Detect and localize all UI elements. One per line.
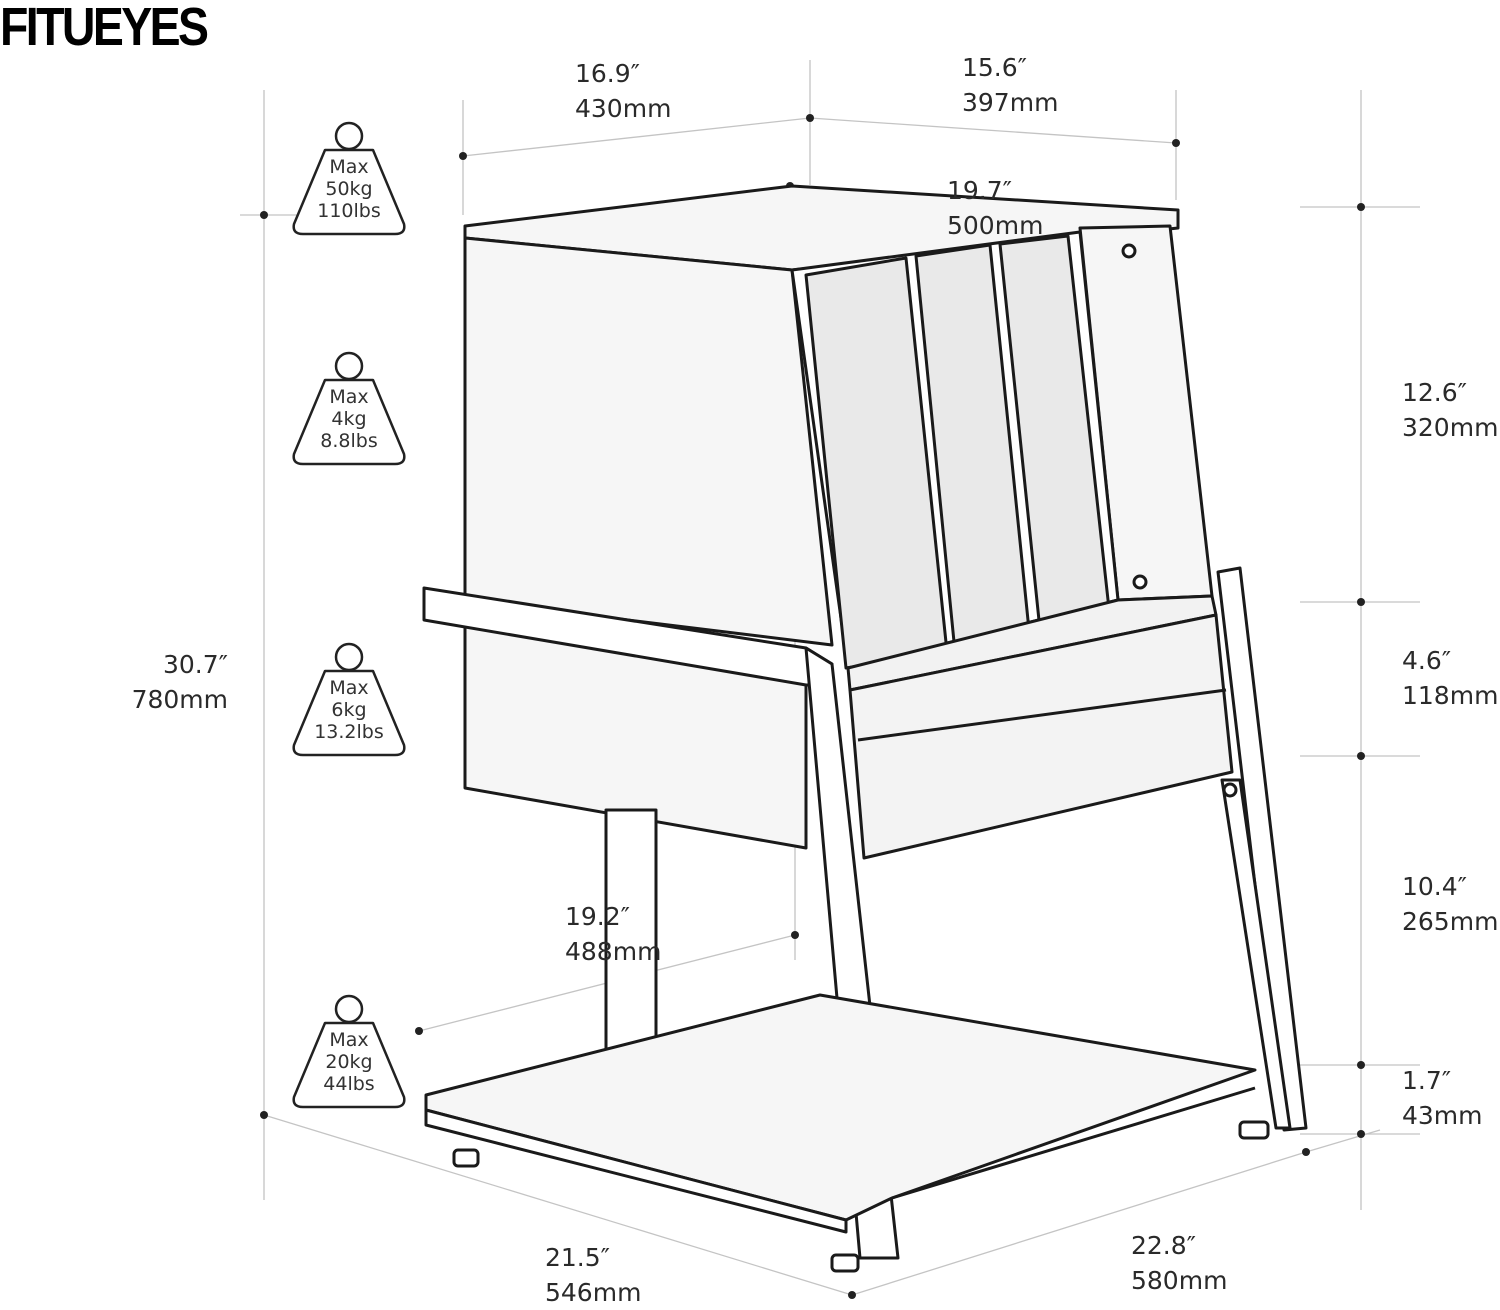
weight-limit-top: Max 50kg 110lbs: [291, 120, 407, 240]
record-stand-frame: [422, 184, 1308, 1273]
weight-kg: 6kg: [331, 699, 367, 721]
dimension-base-width: 22.8″ 580mm: [1131, 1228, 1227, 1298]
weight-lbs: 13.2lbs: [314, 721, 384, 743]
dimension-inches: 30.7″: [162, 650, 228, 679]
weight-icon: [292, 121, 406, 236]
weight-label: Max: [329, 386, 369, 408]
dimension-total-height: 30.7″ 780mm: [120, 647, 228, 717]
dimension-mm: 780mm: [131, 685, 228, 714]
dimension-inches: 10.4″: [1402, 872, 1468, 901]
dimension-mm: 43mm: [1402, 1101, 1483, 1130]
dimension-top-depth: 16.9″ 430mm: [575, 56, 671, 126]
dimension-inches: 1.7″: [1402, 1066, 1452, 1095]
dimension-mm: 397mm: [962, 88, 1059, 117]
dimension-mm: 118mm: [1402, 681, 1499, 710]
dimension-mm: 488mm: [565, 937, 662, 966]
dimension-mm: 265mm: [1402, 907, 1499, 936]
weight-limit-record-slot: Max 4kg 8.8lbs: [291, 350, 407, 470]
brand-logo: FITUEYES: [0, 0, 209, 57]
dimension-inches: 4.6″: [1402, 646, 1452, 675]
dimension-middle-shelf-height: 4.6″ 118mm: [1402, 643, 1498, 713]
dimension-foot-height: 1.7″ 43mm: [1402, 1063, 1483, 1133]
weight-icon: [292, 642, 406, 757]
weight-label: Max: [329, 156, 369, 178]
weight-kg: 4kg: [331, 408, 367, 430]
dimension-inner-width: 19.7″ 500mm: [947, 173, 1043, 243]
dimension-inches: 19.7″: [947, 176, 1013, 205]
dimension-inches: 15.6″: [962, 53, 1028, 82]
weight-icon: [292, 994, 406, 1109]
dimension-mm: 500mm: [947, 211, 1044, 240]
weight-limit-bottom-shelf: Max 20kg 44lbs: [291, 993, 407, 1113]
dimension-leg-height: 19.2″ 488mm: [565, 899, 661, 969]
weight-lbs: 8.8lbs: [320, 430, 378, 452]
weight-icon: [292, 351, 406, 466]
dimension-mm: 430mm: [575, 94, 672, 123]
dimension-top-width: 15.6″ 397mm: [962, 50, 1058, 120]
weight-limit-middle-shelf: Max 6kg 13.2lbs: [291, 641, 407, 761]
weight-lbs: 110lbs: [317, 200, 381, 222]
weight-kg: 20kg: [325, 1051, 373, 1073]
dimension-lower-gap-height: 10.4″ 265mm: [1402, 869, 1498, 939]
weight-label: Max: [329, 677, 369, 699]
dimension-mm: 580mm: [1131, 1266, 1228, 1295]
dimension-inches: 22.8″: [1131, 1231, 1197, 1260]
dimension-inches: 12.6″: [1402, 378, 1468, 407]
dimension-mm: 546mm: [545, 1278, 642, 1307]
dimension-inches: 16.9″: [575, 59, 641, 88]
dimension-inches: 21.5″: [545, 1243, 611, 1272]
dimension-record-section-height: 12.6″ 320mm: [1402, 375, 1498, 445]
dimension-base-depth: 21.5″ 546mm: [545, 1240, 641, 1310]
weight-label: Max: [329, 1029, 369, 1051]
weight-kg: 50kg: [325, 178, 373, 200]
dimension-mm: 320mm: [1402, 413, 1499, 442]
weight-lbs: 44lbs: [323, 1073, 375, 1095]
dimension-inches: 19.2″: [565, 902, 631, 931]
